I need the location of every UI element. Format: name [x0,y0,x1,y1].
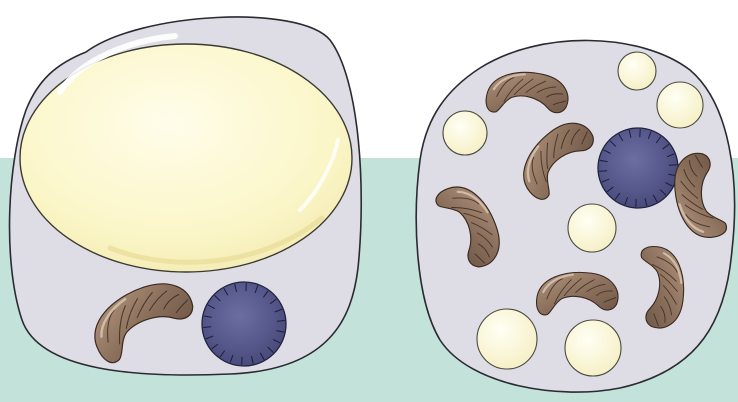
small-lipid-droplet [568,204,616,252]
right-nucleus [598,128,678,208]
nucleus-tick [669,165,677,166]
nucleus-tick [277,321,285,322]
nucleus-tick [599,171,607,172]
small-lipid-droplet [657,82,703,128]
left-cell [10,17,362,375]
small-lipid-droplet [618,52,656,90]
left-nucleus [202,282,286,366]
small-lipid-droplet [565,320,621,376]
right-cell [416,40,734,392]
nucleus-tick [203,327,211,328]
small-lipid-droplet [443,111,487,155]
small-lipid-droplet [477,309,537,369]
